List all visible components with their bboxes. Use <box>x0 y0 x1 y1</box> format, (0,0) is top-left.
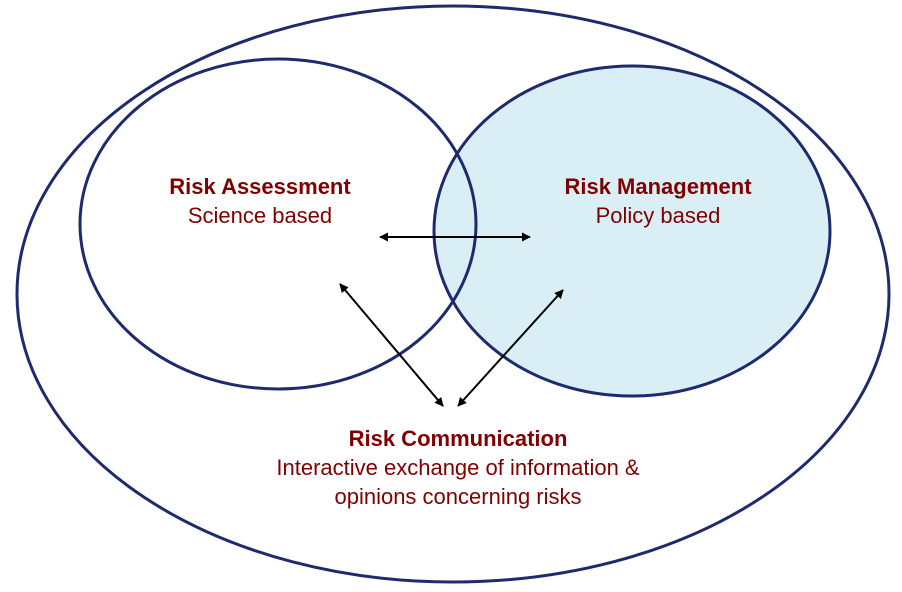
risk-communication-title: Risk Communication <box>348 426 568 451</box>
risk-management-title: Risk Management <box>564 174 752 199</box>
risk-communication-description-line-1: Interactive exchange of information & <box>276 455 640 480</box>
risk-management-ellipse <box>432 64 832 398</box>
risk-communication-description-line-2: opinions concerning risks <box>334 484 582 509</box>
risk-assessment-ellipse <box>78 57 478 391</box>
risk-assessment-subtitle: Science based <box>187 203 333 228</box>
risk-management-subtitle: Policy based <box>595 203 721 228</box>
management-communication-arrow <box>457 289 564 407</box>
risk-assessment-title: Risk Assessment <box>169 174 351 199</box>
assessment-communication-arrow <box>339 283 444 407</box>
